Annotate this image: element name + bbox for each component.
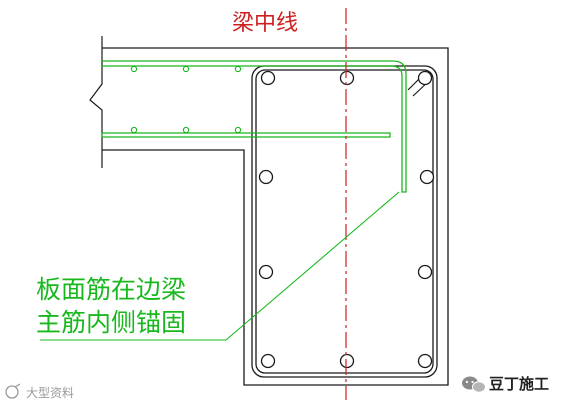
- rebar-side-right-1: [419, 169, 435, 185]
- rebar-side-right-2: [417, 264, 433, 280]
- slab-bar-top-2: [182, 65, 190, 73]
- rebar-side-left-1: [258, 169, 274, 185]
- rebar-bottom-left: [260, 353, 276, 369]
- rebar-bottom-right: [417, 353, 433, 369]
- slab-bar-bottom-3: [234, 126, 242, 134]
- rebar-side-left-2: [258, 264, 274, 280]
- slab-top-rebar: [102, 60, 407, 193]
- concrete-outline: [102, 47, 449, 386]
- stirrup-outer: [251, 65, 438, 378]
- stirrup-inner: [255, 69, 434, 374]
- annotation-line-2: 主筋内侧锚固: [36, 308, 186, 337]
- logo-icon: [5, 383, 21, 399]
- watermark-text: 大型资料: [26, 386, 74, 400]
- rebar-top-left: [260, 70, 276, 86]
- slab-bar-top-1: [130, 65, 138, 73]
- slab-bottom-rebar: [101, 132, 391, 138]
- slab-break-line: [89, 36, 103, 168]
- beam-longitudinal-bars: [258, 70, 435, 369]
- brand-label: 豆丁施工: [489, 375, 549, 393]
- rebar-top-mid: [339, 70, 355, 86]
- rebar-bottom-mid: [339, 353, 355, 369]
- slab-distribution-bars: [130, 65, 242, 134]
- slab-bar-top-3: [234, 65, 242, 73]
- watermark-left: 大型资料: [5, 383, 74, 400]
- centerline-label: 梁中线: [232, 11, 298, 36]
- annotation-line-1: 板面筋在边梁: [36, 275, 186, 304]
- slab-bar-bottom-1: [130, 126, 138, 134]
- annotation-leader: [40, 191, 400, 341]
- wechat-icon: [462, 376, 486, 393]
- slab-bar-bottom-2: [182, 126, 190, 134]
- rebar-top-right: [417, 70, 433, 86]
- brand-badge: 豆丁施工: [462, 375, 549, 393]
